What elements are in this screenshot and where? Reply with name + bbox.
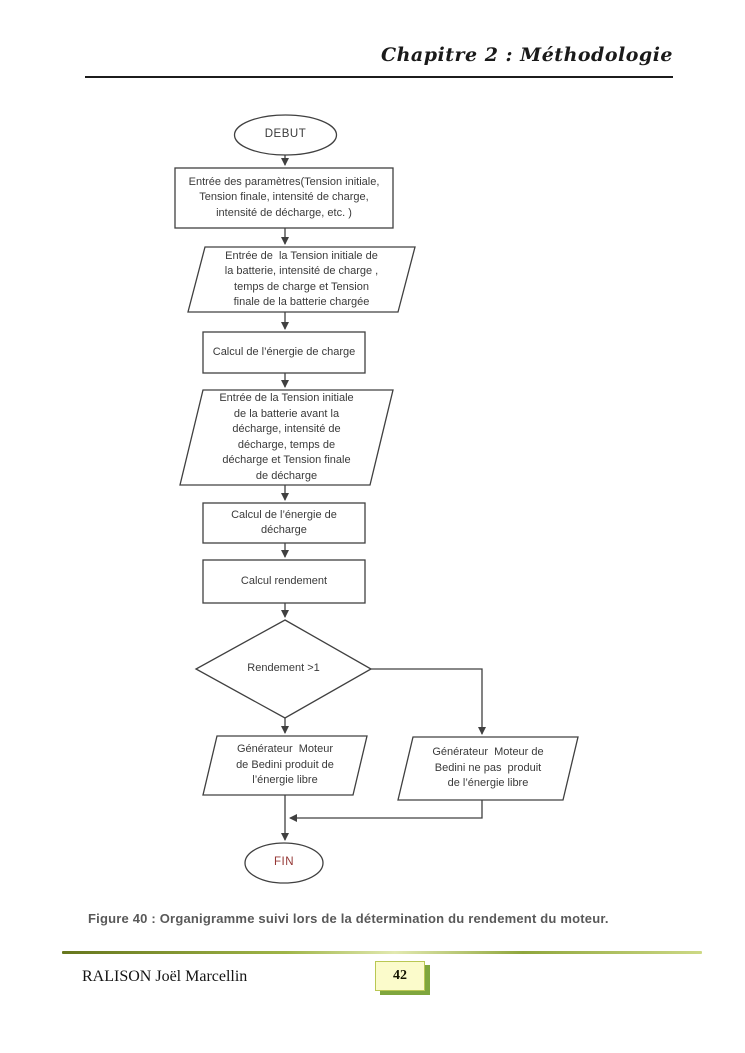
outcome-no-parallelogram [397, 736, 579, 801]
page-number-badge: 42 [375, 961, 425, 991]
end-terminator-label: FIN [273, 856, 295, 869]
outcome-yes-label: Générateur Moteur de Bedini produit de l… [236, 743, 334, 787]
calc-rendement-process-shape [202, 559, 366, 604]
params-process-shape [174, 167, 394, 229]
calc-discharge-label: Calcul de l’énergie de décharge [231, 508, 337, 537]
params-process-label: Entrée des paramètres(Tension initiale, … [188, 175, 380, 219]
figure-caption: Figure 40 : Organigramme suivi lors de l… [88, 911, 609, 926]
input-charge-label: Entrée de la Tension initiale de la batt… [224, 249, 379, 309]
outcome-no-label: Générateur Moteur de Bedini ne pas produ… [432, 746, 544, 790]
connector-no-merge [289, 800, 483, 822]
connector-decision-no [371, 668, 486, 735]
page-number: 42 [393, 968, 407, 983]
footer-divider [62, 951, 702, 954]
calc-charge-label: Calcul de l’énergie de charge [212, 345, 356, 358]
calc-charge-process-shape [202, 331, 366, 374]
header-divider [85, 76, 673, 78]
footer-author: RALISON Joël Marcellin [82, 968, 248, 985]
chapter-header: Chapitre 2 : Méthodologie [380, 44, 673, 66]
input-discharge-parallelogram [179, 389, 394, 486]
input-charge-parallelogram [187, 246, 416, 313]
calc-rendement-label: Calcul rendement [240, 574, 328, 587]
decision-label: Rendement >1 [247, 662, 320, 675]
end-terminator-shape [244, 842, 324, 884]
calc-discharge-process-shape [202, 502, 366, 544]
input-discharge-label: Entrée de la Tension initiale de la batt… [219, 392, 354, 482]
start-terminator-label: DEBUT [264, 128, 307, 141]
outcome-yes-parallelogram [202, 735, 368, 796]
